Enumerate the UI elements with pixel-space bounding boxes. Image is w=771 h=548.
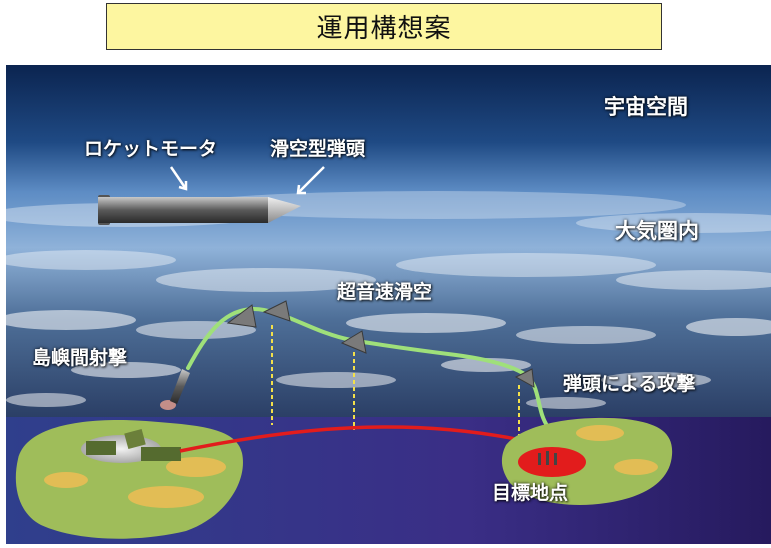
- label-island-launch: 島嶼間射撃: [32, 347, 128, 369]
- scene-svg: [0, 65, 771, 544]
- drop-lines: [271, 325, 520, 440]
- title-banner: 運用構想案: [106, 3, 662, 50]
- right-island: [501, 417, 673, 505]
- label-space: 宇宙空間: [604, 95, 688, 119]
- label-atmosphere: 大気圏内: [615, 219, 699, 243]
- target-marker: [518, 447, 586, 477]
- cloud-layer: [0, 191, 771, 409]
- label-rocket-motor: ロケットモータ: [84, 138, 218, 160]
- ground-path: [179, 425, 553, 453]
- sky: [6, 65, 771, 417]
- scene-illustration: 宇宙空間 ロケットモータ 滑空型弾頭 大気圏内 超音速滑空 島嶼間射撃 弾頭によ…: [0, 65, 771, 544]
- label-hypersonic-glide: 超音速滑空: [337, 281, 433, 303]
- label-target: 目標地点: [492, 482, 569, 504]
- label-glide-warhead: 滑空型弾頭: [270, 138, 366, 160]
- pointer-arrows: [169, 166, 325, 195]
- page-title: 運用構想案: [316, 14, 452, 44]
- rocket-illustration: [98, 195, 301, 225]
- label-warhead-attack: 弾頭による攻撃: [563, 373, 696, 395]
- launch-missile: [160, 369, 190, 410]
